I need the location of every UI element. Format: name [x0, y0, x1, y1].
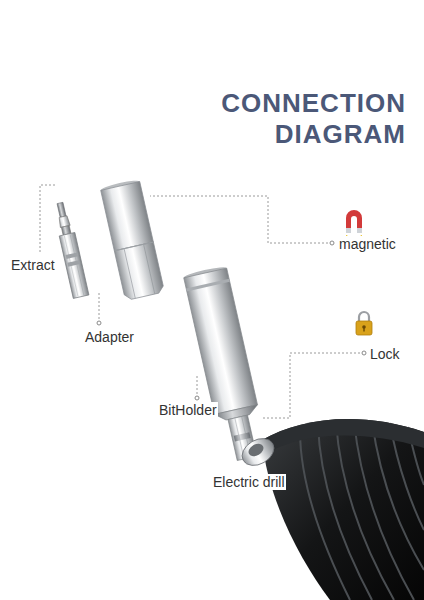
magnet-icon: [345, 210, 363, 239]
leader-lines: [40, 185, 364, 418]
part-label: Extract: [10, 257, 56, 273]
extractor-bit: [52, 201, 89, 298]
part-label: Electric drill: [212, 474, 286, 490]
bit-holder: [183, 265, 268, 463]
adapter: [100, 179, 165, 301]
padlock-icon: [356, 312, 372, 335]
part-label: BitHolder: [158, 402, 218, 418]
diagram-title: CONNECTION DIAGRAM: [200, 88, 406, 150]
drill-chuck: [237, 419, 424, 600]
part-label: Adapter: [84, 329, 135, 345]
part-label: Lock: [369, 346, 401, 362]
part-label: magnetic: [338, 236, 397, 252]
